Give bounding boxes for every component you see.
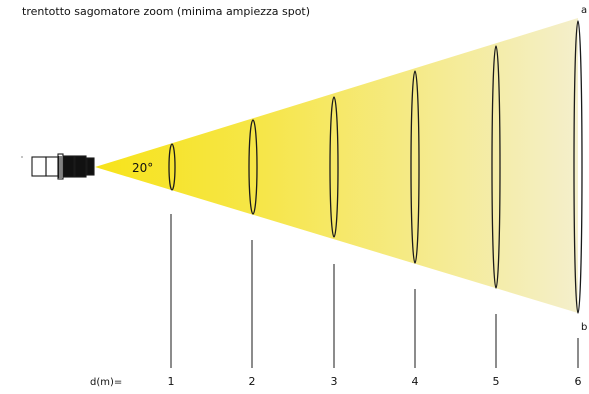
distance-tick-6: 6 [575, 375, 582, 388]
spot-ellipse-2m [248, 119, 258, 215]
spot-ellipse-5m [491, 45, 501, 289]
edge-label-bottom: b [581, 322, 587, 333]
distance-tick-2: 2 [249, 375, 256, 388]
beam-angle-label: 20° [132, 161, 153, 175]
distance-tick-4: 4 [412, 375, 419, 388]
spotlight-icon [31, 153, 95, 180]
diagram-title: trentotto sagomatore zoom (minima ampiez… [22, 5, 310, 18]
distance-tick-3: 3 [331, 375, 338, 388]
spot-ellipse-3m [329, 96, 339, 238]
distance-tick-1: 1 [168, 375, 175, 388]
distance-tick-5: 5 [493, 375, 500, 388]
distance-axis-label: d(m)= [90, 377, 122, 388]
spot-ellipse-4m [410, 70, 420, 264]
spot-ellipse-1m [168, 143, 176, 191]
edge-label-top: a [581, 5, 587, 16]
light-beam [95, 18, 578, 313]
spot-ellipse-6m [573, 20, 583, 314]
